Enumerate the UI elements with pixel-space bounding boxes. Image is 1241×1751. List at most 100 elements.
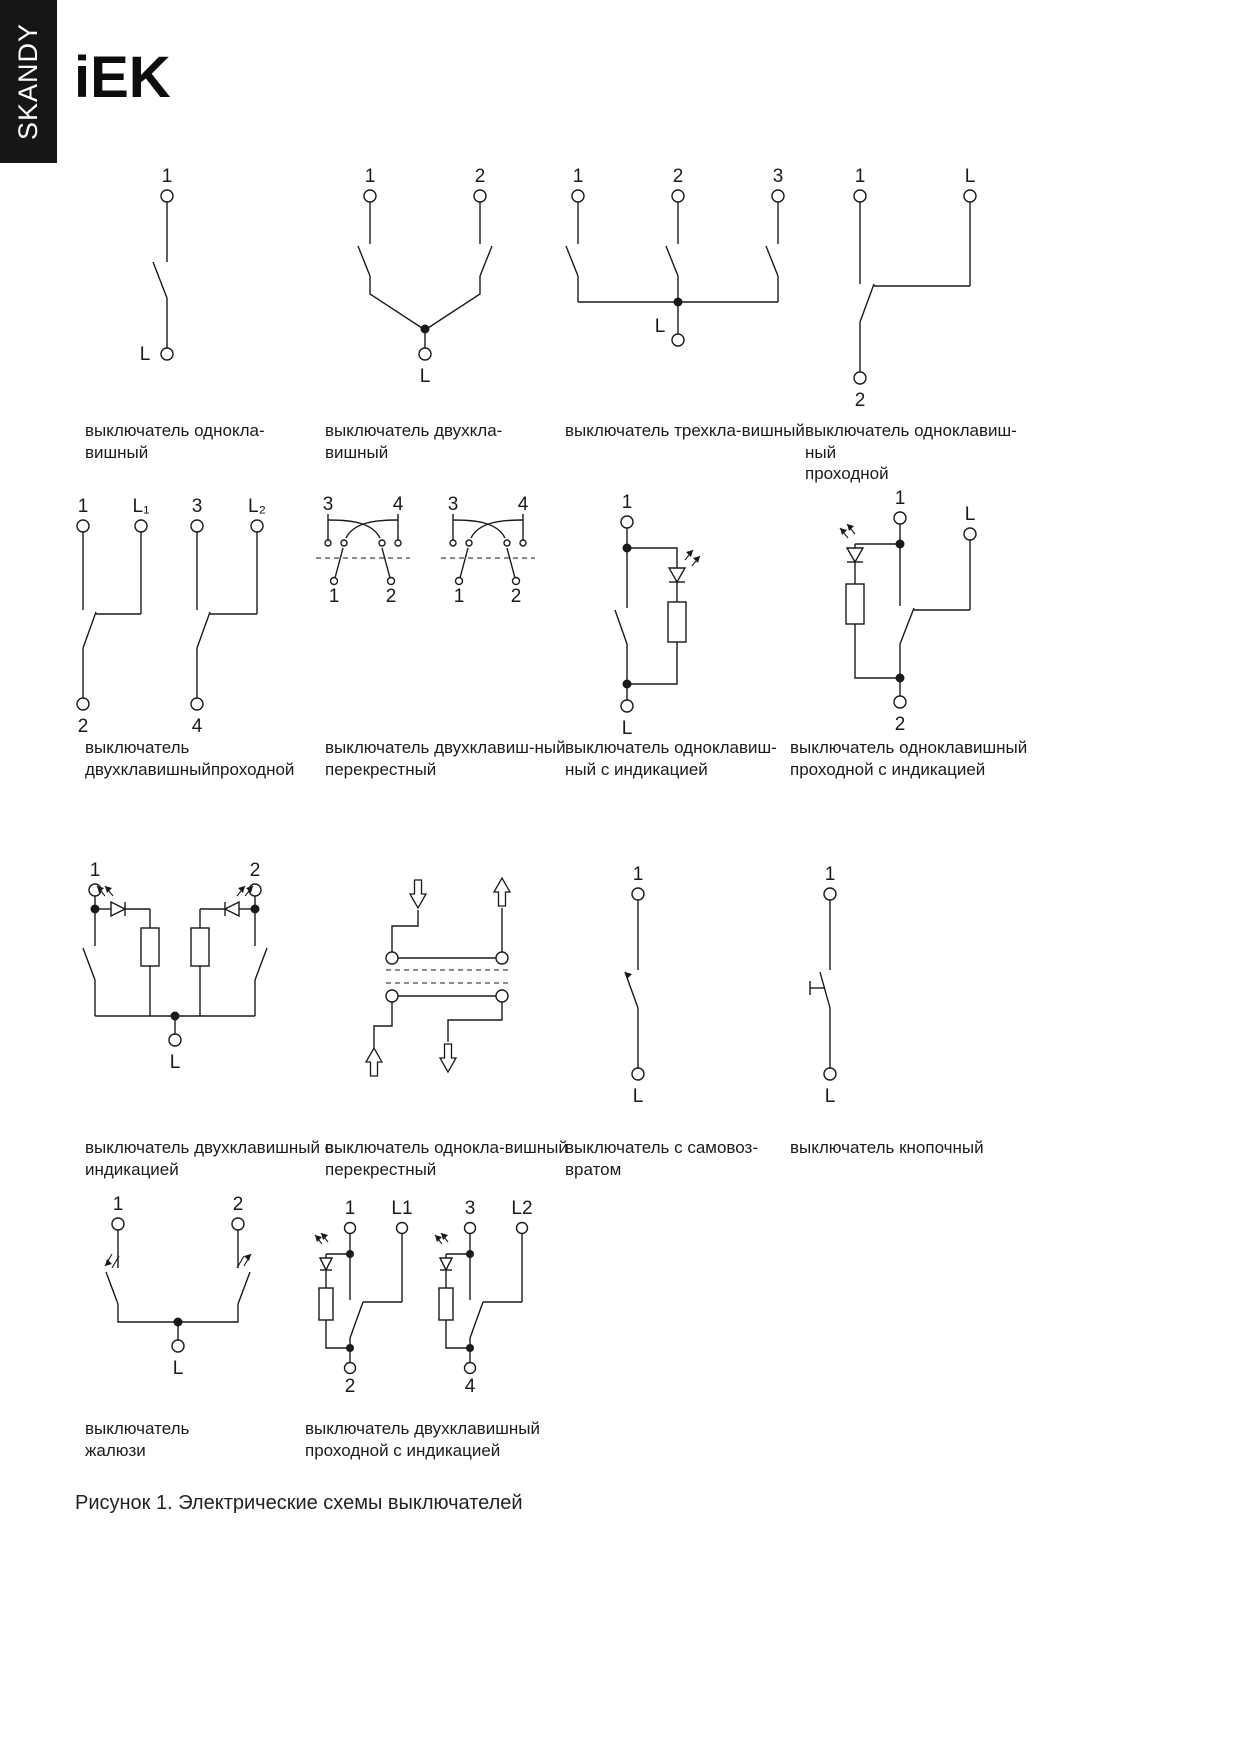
- terminal-label: 2: [78, 716, 89, 737]
- terminal-label: L₂: [248, 496, 266, 517]
- junction: [622, 543, 632, 553]
- junction: [622, 679, 632, 689]
- brand-sidebar-label: SKANDY: [13, 22, 43, 141]
- terminal: [853, 371, 867, 385]
- diagram-caption: выключатель двухклавишный проходной с ин…: [305, 1419, 540, 1460]
- terminal-label: 2: [895, 714, 906, 735]
- diagram-two-key-crossover: 3 4 1 2 3 4: [305, 494, 555, 631]
- switch-lever: [459, 547, 469, 579]
- terminal-label: L1: [391, 1198, 412, 1219]
- terminal-label: 3: [192, 496, 203, 517]
- switch-lever: [469, 1301, 484, 1339]
- up-arrow-icon: [364, 1046, 384, 1077]
- terminal: [190, 519, 204, 533]
- terminal-label: L: [825, 1086, 836, 1107]
- terminal: [418, 347, 432, 361]
- resistor: [190, 927, 210, 967]
- terminal-label: L: [633, 1086, 644, 1107]
- terminal-label: 2: [475, 166, 486, 187]
- contact: [385, 951, 399, 965]
- diagram-one-key-passthrough-indicator: 1 L 2: [800, 486, 1000, 751]
- contact: [324, 539, 332, 547]
- diagram-caption: выключатель трехкла-вишный: [565, 421, 805, 440]
- terminal-label: L: [420, 366, 431, 387]
- terminal-label: 2: [250, 860, 261, 881]
- junction: [466, 1250, 474, 1258]
- iek-logo: iEK: [74, 45, 171, 110]
- wire: [452, 514, 524, 540]
- diagram-caption: выключатель кнопочный: [790, 1138, 984, 1157]
- switch-lever: [859, 283, 875, 323]
- contact: [449, 539, 457, 547]
- terminal-label: 4: [393, 496, 404, 515]
- terminal: [631, 1067, 645, 1081]
- resistor: [438, 1287, 454, 1321]
- wire: [327, 514, 399, 540]
- diagram-caption: выключатель двухклавиш-ный перекрестный: [325, 738, 566, 779]
- terminal-label: 3: [465, 1198, 476, 1219]
- terminal-label: 1: [855, 166, 866, 187]
- diagram-two-key-passthrough: 1 L₁ 3 L₂ 2 4: [45, 492, 305, 747]
- contact: [519, 539, 527, 547]
- terminal-label: 1: [573, 166, 584, 187]
- switch-lever: [381, 547, 391, 579]
- wire: [445, 1234, 523, 1362]
- diagram-three-key-switch: 1 2 3 L: [548, 162, 808, 417]
- diagram-two-key-switch: 1 2 L: [325, 162, 525, 417]
- terminal-label: 1: [113, 1194, 124, 1215]
- switch-lever: [82, 947, 96, 981]
- contact: [495, 951, 509, 965]
- wire: [626, 528, 678, 700]
- switch-lever: [82, 611, 97, 649]
- switch-lever: [565, 245, 579, 277]
- switch-lever: [899, 607, 915, 645]
- wire: [325, 1234, 403, 1362]
- terminal: [893, 511, 907, 525]
- junction: [466, 1344, 474, 1352]
- terminal-label: L: [622, 718, 633, 739]
- diagram-caption: выключатель однокла-вишный перекрестный: [325, 1138, 568, 1179]
- terminal-label: 1: [162, 166, 173, 187]
- terminal: [963, 189, 977, 203]
- contact: [340, 539, 348, 547]
- diagram-caption: выключатель одноклавишный проходной с ин…: [790, 738, 1028, 779]
- terminal: [231, 1217, 245, 1231]
- terminal-label: 2: [345, 1376, 356, 1397]
- terminal: [160, 347, 174, 361]
- resistor: [667, 601, 687, 643]
- terminal: [76, 519, 90, 533]
- terminal: [343, 1361, 357, 1375]
- terminal: [363, 189, 377, 203]
- diagram-caption: выключатель двухкла-вишный: [325, 421, 503, 462]
- terminal-label: 2: [386, 586, 397, 607]
- terminal-label: 1: [329, 586, 340, 607]
- terminal: [963, 527, 977, 541]
- junction: [250, 904, 260, 914]
- up-arrow-icon: [236, 1253, 252, 1269]
- terminal: [463, 1221, 477, 1235]
- junction: [90, 904, 100, 914]
- contact: [386, 576, 396, 586]
- switch-lever: [479, 245, 493, 277]
- terminal-label: 3: [448, 496, 459, 515]
- terminal-label: 4: [465, 1376, 476, 1397]
- terminal-label: 4: [518, 496, 529, 515]
- junction: [895, 673, 905, 683]
- junction: [895, 539, 905, 549]
- diagram-caption: выключатель одноклавиш- ный с индикацией: [565, 738, 777, 779]
- push-actuator-icon: [809, 981, 825, 995]
- wire: [854, 524, 971, 696]
- diagram-push-button-switch: 1 L: [770, 860, 890, 1115]
- diagram-one-key-indicator: 1 L: [565, 488, 725, 753]
- terminal: [250, 519, 264, 533]
- down-arrow-icon: [438, 1043, 458, 1074]
- diagram-caption: выключатель двухклавишныйпроходной: [85, 738, 295, 779]
- terminal-label: 2: [673, 166, 684, 187]
- diagram-caption: выключатель одноклавиш-ный проходной: [805, 421, 1017, 484]
- terminal: [620, 699, 634, 713]
- terminal-label: L2: [511, 1198, 532, 1219]
- terminal: [343, 1221, 357, 1235]
- switch-lever: [237, 1271, 251, 1305]
- contact: [495, 989, 509, 1003]
